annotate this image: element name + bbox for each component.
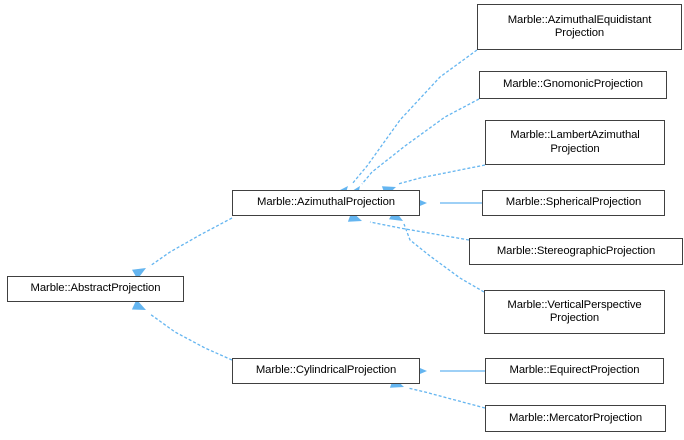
class-node-azimuthal-equidistant-projection[interactable]: Marble::AzimuthalEquidistant Projection (477, 4, 682, 50)
class-node-label: Marble::CylindricalProjection (255, 364, 397, 377)
edge-stereographic-to-azimuthal (369, 221, 470, 241)
arrow-into-abstract-from-azimuthal (131, 268, 146, 280)
edges-group (149, 49, 486, 409)
class-node-label: Marble::AbstractProjection (30, 282, 161, 295)
class-node-azimuthal-projection[interactable]: Marble::AzimuthalProjection (232, 190, 420, 216)
class-node-label: Marble::LambertAzimuthal Projection (510, 129, 640, 155)
class-node-gnomonic-projection[interactable]: Marble::GnomonicProjection (479, 71, 667, 99)
edge-lambert-to-azimuthal (397, 164, 486, 185)
edge-azimuthal-equidistant-to-azimuthal (351, 49, 478, 185)
edge-azimuthal-to-abstract (149, 217, 233, 267)
arrow-into-abstract-from-cylindrical (131, 299, 146, 310)
class-node-label: Marble::AzimuthalEquidistant Projection (507, 13, 652, 40)
class-node-equirect-projection[interactable]: Marble::EquirectProjection (485, 358, 664, 384)
class-node-label: Marble::StereographicProjection (496, 244, 656, 257)
class-node-abstract-projection[interactable]: Marble::AbstractProjection (7, 276, 184, 302)
class-node-label: Marble::SphericalProjection (505, 196, 642, 209)
class-node-mercator-projection[interactable]: Marble::MercatorProjection (485, 405, 666, 432)
class-node-label: Marble::AzimuthalProjection (257, 196, 395, 209)
class-node-lambert-azimuthal-projection[interactable]: Marble::LambertAzimuthal Projection (485, 120, 665, 165)
class-node-label: Marble::GnomonicProjection (503, 78, 643, 91)
class-node-label: Marble::MercatorProjection (508, 411, 642, 424)
class-node-stereographic-projection[interactable]: Marble::StereographicProjection (469, 238, 683, 265)
class-node-spherical-projection[interactable]: Marble::SphericalProjection (482, 190, 665, 216)
edge-cylindrical-to-abstract (149, 313, 233, 361)
class-node-cylindrical-projection[interactable]: Marble::CylindricalProjection (232, 358, 420, 384)
class-node-vertical-perspective-projection[interactable]: Marble::VerticalPerspective Projection (484, 290, 665, 334)
edge-gnomonic-to-azimuthal (361, 98, 480, 185)
class-node-label: Marble::VerticalPerspective Projection (507, 298, 642, 325)
edge-mercator-to-cylindrical (407, 387, 486, 409)
class-node-label: Marble::EquirectProjection (509, 364, 640, 377)
edge-vertical-perspective-to-azimuthal (403, 223, 485, 293)
